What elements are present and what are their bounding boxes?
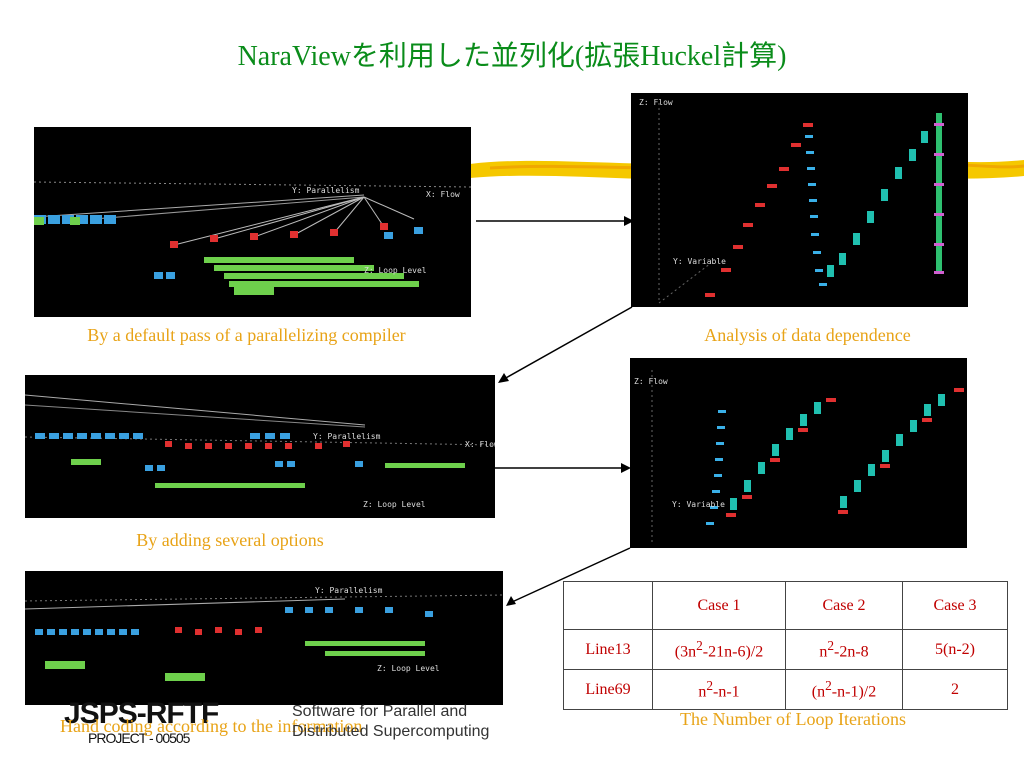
- table-cell: n2-2n-8: [785, 629, 903, 670]
- table-cell: n2-n-1: [652, 669, 786, 710]
- dependence-view-2: Z: Flow Y: Variable: [630, 358, 967, 548]
- row-label: Line13: [563, 629, 653, 670]
- table-header-case1: Case 1: [652, 581, 786, 630]
- caption-default-pass: By a default pass of a parallelizing com…: [87, 325, 406, 345]
- table-header-case3: Case 3: [902, 581, 1008, 630]
- axis-label-variable: Y: Variable: [673, 257, 726, 266]
- logo-main-text: JSPS-RFTF: [64, 697, 219, 730]
- axis-label-flow-z: Z: Flow: [639, 98, 673, 107]
- axis-label-parallelism: Y: Parallelism: [292, 186, 360, 195]
- axis-label-flow: X: Flow: [465, 440, 495, 449]
- axis-label-loop-level: Z: Loop Level: [377, 664, 440, 673]
- tree-view-options: Y: Parallelism X: Flow Z: Loop Level: [25, 375, 495, 518]
- axis-label-loop-level: Z: Loop Level: [364, 266, 427, 275]
- software-tagline: Software for Parallel and Distributed Su…: [292, 703, 490, 740]
- slide-title: NaraViewを利用した並列化(拡張Huckel計算): [237, 41, 787, 72]
- table-header-row: Case 1 Case 2 Case 3: [563, 581, 1008, 630]
- tree-view-default-pass: Y: Parallelism X: Flow Z: Loop Level: [34, 127, 471, 317]
- axis-label-flow-z: Z: Flow: [634, 377, 668, 386]
- dependence-view-1: Z: Flow Y: Variable: [631, 93, 968, 307]
- caption-loop-iterations: The Number of Loop Iterations: [680, 709, 906, 729]
- jsps-logo: JSPS-RFTF PROJECT - 00505: [64, 698, 264, 750]
- axis-label-parallelism: Y: Parallelism: [313, 432, 381, 441]
- table-cell: 2: [902, 669, 1008, 710]
- caption-options: By adding several options: [136, 530, 324, 550]
- tree-view-hand-coding: Y: Parallelism Z: Loop Level: [25, 571, 503, 705]
- arrow-down-left-icon: [506, 547, 631, 606]
- table-cell: (n2-n-1)/2: [785, 669, 903, 710]
- row-label: Line69: [563, 669, 653, 710]
- table-header-case2: Case 2: [785, 581, 903, 630]
- table-cell: [563, 581, 653, 630]
- table-cell: 5(n-2): [902, 629, 1008, 670]
- axis-label-loop-level: Z: Loop Level: [363, 500, 426, 509]
- table-row: Line69 n2-n-1 (n2-n-1)/2 2: [563, 669, 1008, 710]
- caption-hand-coding: Hand coding according to the information: [60, 716, 363, 736]
- logo-sub-text: PROJECT - 00505: [88, 730, 190, 746]
- caption-analysis: Analysis of data dependence: [704, 325, 911, 345]
- arrow-right-icon: [493, 463, 631, 473]
- axis-label-flow: X: Flow: [426, 190, 460, 199]
- arrow-right-icon: [476, 216, 634, 226]
- axis-label-variable: Y: Variable: [672, 500, 725, 509]
- axis-label-parallelism: Y: Parallelism: [315, 586, 383, 595]
- table-cell: (3n2-21n-6)/2: [652, 629, 786, 670]
- arrow-down-left-icon: [498, 306, 633, 383]
- loop-iterations-table: Case 1 Case 2 Case 3 Line13 (3n2-21n-6)/…: [563, 581, 1008, 710]
- table-row: Line13 (3n2-21n-6)/2 n2-2n-8 5(n-2): [563, 629, 1008, 670]
